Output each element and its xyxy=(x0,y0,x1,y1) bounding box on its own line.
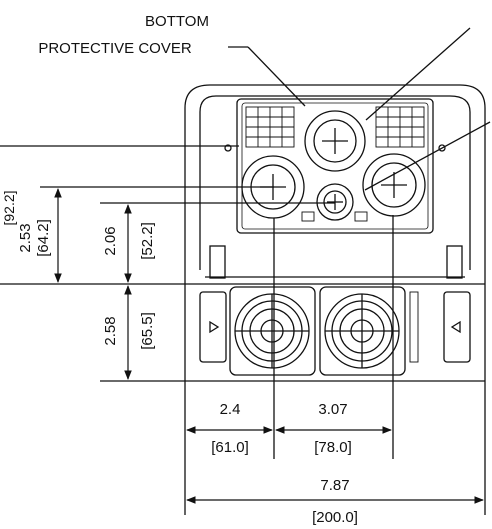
side-latch-right xyxy=(443,291,471,363)
cooling-fan-left xyxy=(229,286,316,376)
dim-lower-mm: [65.5] xyxy=(139,312,156,350)
dim-left-mm: [64.2] xyxy=(35,219,52,257)
dim-width-a-mm: [61.0] xyxy=(211,439,249,456)
cover-label-line1: BOTTOM xyxy=(145,13,209,30)
housing-outline xyxy=(184,84,486,381)
dim-mid-mm: [52.2] xyxy=(139,222,156,260)
screw-left xyxy=(224,144,232,152)
cooling-fan-right xyxy=(319,286,406,376)
vent-pattern-right xyxy=(375,106,425,148)
dim-left-in: 2.53 xyxy=(17,223,34,252)
side-latch-left xyxy=(199,291,227,363)
vent-pattern-left xyxy=(245,106,295,148)
conduit-hole-center xyxy=(316,183,354,221)
conduit-plate xyxy=(236,98,434,234)
conduit-hole-top xyxy=(304,110,366,172)
housing-inner-outline xyxy=(199,95,471,270)
dim-width-a-in: 2.4 xyxy=(220,401,241,418)
conduit-hole-right xyxy=(362,153,426,217)
dim-width-b-in: 3.07 xyxy=(318,401,347,418)
dim-left-outer-mm: [92.2] xyxy=(1,190,17,225)
dim-mid-in: 2.06 xyxy=(102,226,119,255)
dim-width-b-mm: [78.0] xyxy=(314,439,352,456)
dim-total-mm: [200.0] xyxy=(312,509,358,526)
dim-total-in: 7.87 xyxy=(320,477,349,494)
cover-label-line2: PROTECTIVE COVER xyxy=(38,40,192,57)
dim-lower-in: 2.58 xyxy=(102,316,119,345)
screw-right xyxy=(438,144,446,152)
